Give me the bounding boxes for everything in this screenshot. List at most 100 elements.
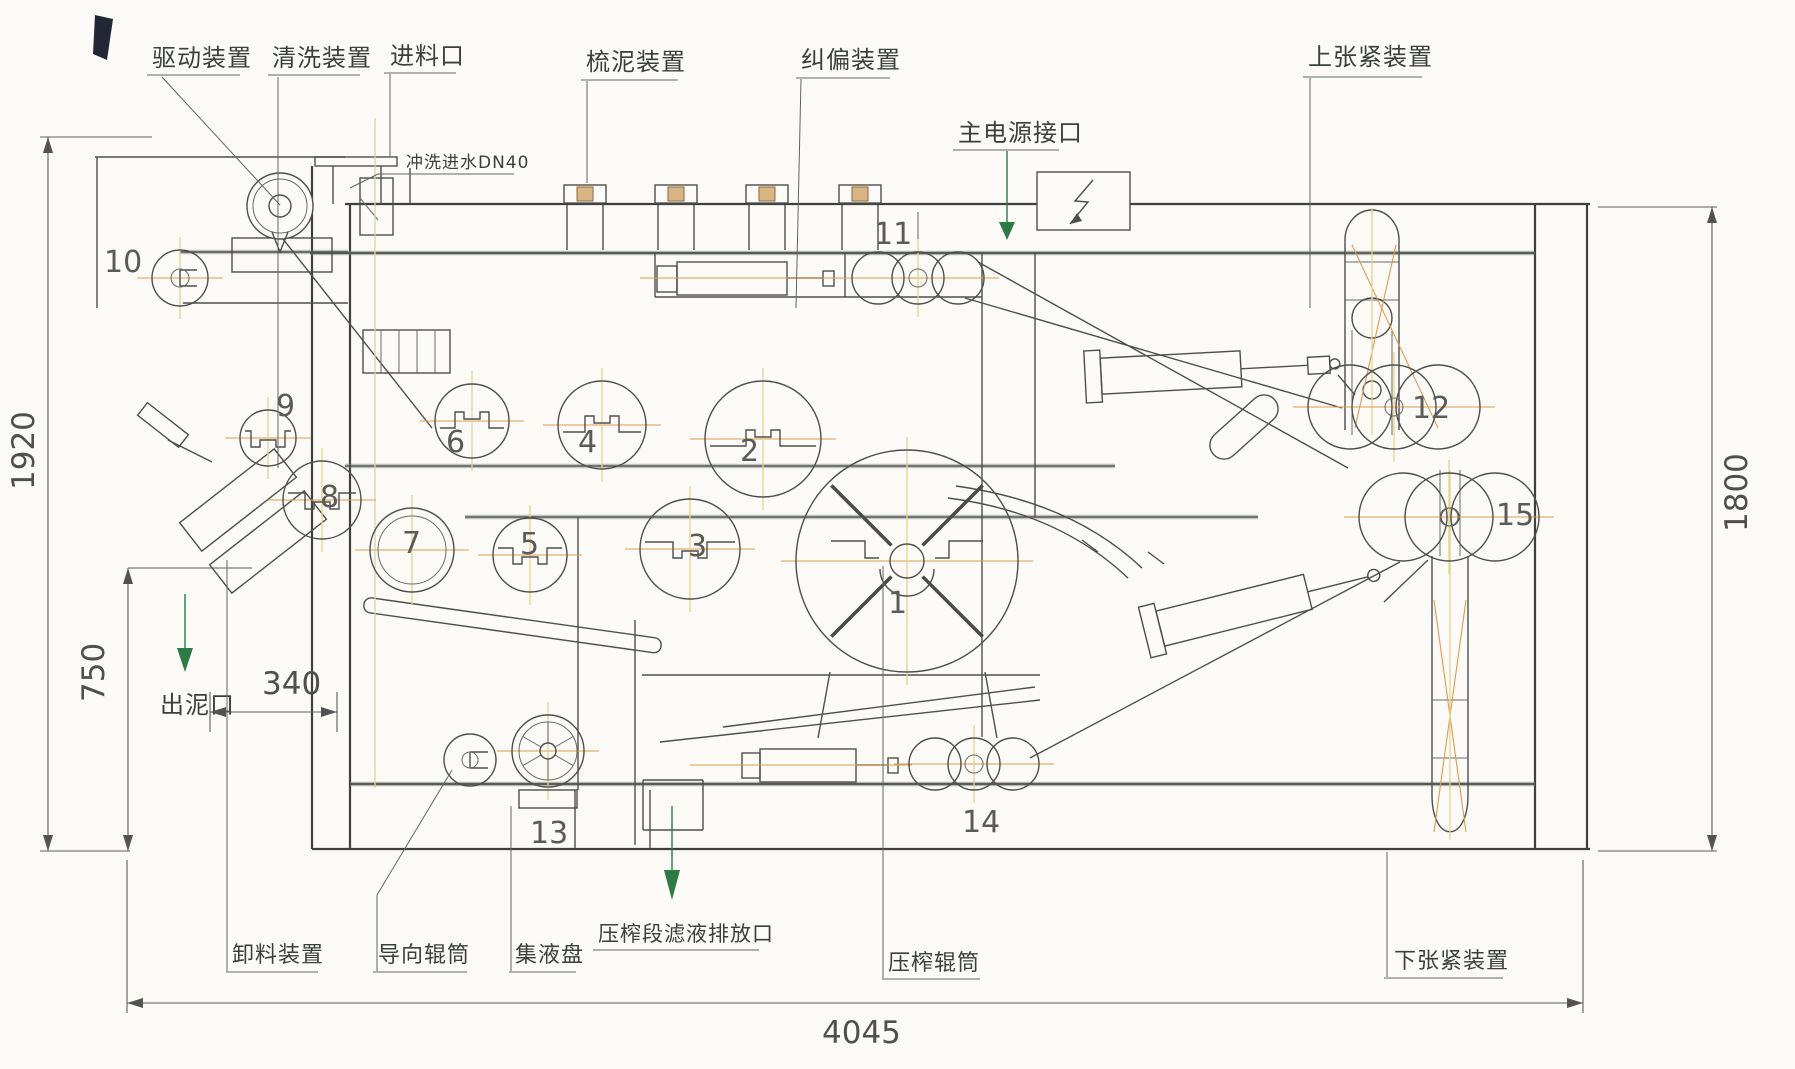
cluster-hub xyxy=(964,754,984,774)
machine-internals xyxy=(95,156,1469,848)
part-10: 10 xyxy=(104,237,223,319)
roller-outline xyxy=(557,380,647,470)
cluster-hub xyxy=(1439,507,1459,527)
cluster-roller xyxy=(851,251,905,305)
part-number-9: 9 xyxy=(276,389,295,424)
hub xyxy=(170,268,190,288)
wash-pump-block xyxy=(362,329,451,374)
flow-arrow-icon xyxy=(999,151,1015,240)
drum-spoke xyxy=(921,575,984,638)
wheel-spoke xyxy=(554,736,574,748)
hub-arc xyxy=(879,568,935,597)
cluster-roller xyxy=(1307,364,1393,450)
lower-tension-cylinder xyxy=(1137,568,1381,659)
centerlines xyxy=(374,118,1467,840)
label-6: 主电源接口 xyxy=(958,119,1083,147)
part-number-1: 1 xyxy=(888,586,907,621)
part-6: 6 xyxy=(420,371,524,471)
roller-outline xyxy=(282,460,362,540)
cluster-roller xyxy=(1395,364,1481,450)
roller-outline xyxy=(492,517,568,593)
cluster-roller xyxy=(947,737,1001,791)
dimension-1800: 1800 xyxy=(1598,206,1755,852)
drum-outline xyxy=(795,449,1019,673)
curved-deflector xyxy=(947,485,1165,579)
part-14: 14 xyxy=(894,725,1054,840)
drive-unit xyxy=(231,172,333,273)
roller-inner xyxy=(377,515,447,585)
roller-outline xyxy=(369,507,455,593)
cluster-roller xyxy=(1450,472,1540,562)
part-1: 1 xyxy=(781,437,1033,685)
comb-mounting-blocks xyxy=(563,184,882,250)
flow-arrow-head xyxy=(664,870,680,900)
part-number-11: 11 xyxy=(874,217,912,252)
label-5: 纠偏装置 xyxy=(801,46,901,74)
part-number-12: 12 xyxy=(1412,391,1450,426)
part-8: 8 xyxy=(268,448,376,552)
dim-arrowhead xyxy=(123,568,133,584)
part-number-15: 15 xyxy=(1496,498,1534,533)
dimension-340: 340 xyxy=(209,666,338,732)
cluster-roller xyxy=(1351,364,1437,450)
inclined-tray xyxy=(363,597,662,654)
dim-text: 1800 xyxy=(1719,453,1755,532)
feed-inlet xyxy=(314,156,411,236)
label-1: 清洗装置 xyxy=(272,44,372,72)
part-7: 7 xyxy=(355,495,469,605)
part-number-3: 3 xyxy=(688,529,707,564)
cluster-roller xyxy=(1404,472,1494,562)
machine-frame xyxy=(310,166,1590,851)
leader-line xyxy=(161,76,281,206)
wheel-spoke xyxy=(554,754,574,766)
part-number-10: 10 xyxy=(104,245,142,280)
bearing-profile xyxy=(710,429,816,447)
label-10: 导向辊筒 xyxy=(378,943,470,968)
bearing-profile xyxy=(288,492,356,510)
drum-spoke xyxy=(830,484,893,547)
roller-outline xyxy=(704,380,822,498)
lightning-icon xyxy=(1069,179,1094,225)
label-3: 冲洗进水DN40 xyxy=(406,153,529,173)
scan-artifact xyxy=(93,15,113,60)
wheel-hub xyxy=(539,742,557,760)
drum-spoke xyxy=(921,484,984,547)
cluster-hub xyxy=(1384,397,1404,417)
small-guide-roller xyxy=(443,733,497,787)
part-3: 3 xyxy=(625,486,755,612)
guide-pipe xyxy=(1209,394,1279,460)
upper-tension-cylinder xyxy=(1083,349,1341,404)
dim-arrowhead xyxy=(127,998,143,1008)
part-number-14: 14 xyxy=(962,805,1000,840)
part-9: 9 xyxy=(225,389,311,479)
wheel-spoke xyxy=(522,736,542,748)
bearing-profile xyxy=(563,415,641,433)
flow-arrow-icon xyxy=(664,806,680,900)
part-4: 4 xyxy=(543,368,661,482)
dimension-750: 750 xyxy=(76,567,252,851)
part-number-6: 6 xyxy=(446,425,465,460)
label-9: 卸料装置 xyxy=(232,943,324,968)
flow-arrow-head xyxy=(177,648,193,672)
dim-arrowhead xyxy=(321,707,337,717)
cluster-roller xyxy=(891,251,945,305)
label-13: 压榨辊筒 xyxy=(888,951,980,976)
part-15: 15 xyxy=(1344,460,1554,574)
dim-arrowhead xyxy=(1567,998,1583,1008)
cluster-roller xyxy=(986,737,1040,791)
wheel-bracket xyxy=(518,789,578,809)
dimension-4045: 4045 xyxy=(126,860,1584,1051)
roller-outline xyxy=(151,249,209,307)
roller-outline xyxy=(434,383,510,459)
bearing-profile xyxy=(440,411,504,429)
dim-arrowhead xyxy=(1707,835,1717,851)
label-14: 下张紧装置 xyxy=(1394,949,1509,974)
cluster-roller xyxy=(908,737,962,791)
dim-text: 750 xyxy=(76,643,112,702)
label-12: 压榨段滤液排放口 xyxy=(598,922,774,946)
part-2: 2 xyxy=(690,368,836,510)
